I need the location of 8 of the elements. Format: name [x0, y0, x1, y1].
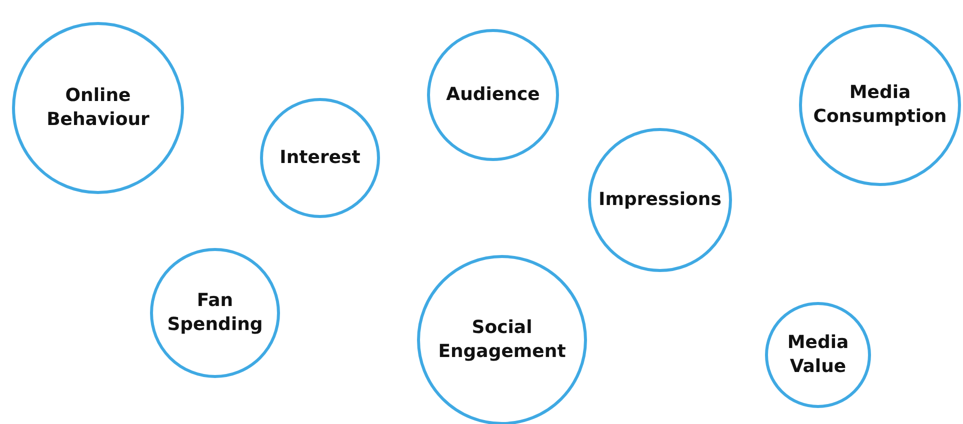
node-label: Media Value	[786, 330, 850, 379]
node-label: Interest	[278, 146, 362, 170]
node-label: Audience	[445, 82, 541, 107]
node-label: Media Consumption	[812, 80, 948, 129]
node-label: Online Behaviour	[46, 84, 150, 132]
node-label: Fan Spending	[166, 288, 264, 337]
node-label: Impressions	[598, 188, 722, 212]
node-label: Social Engagement	[437, 316, 567, 364]
